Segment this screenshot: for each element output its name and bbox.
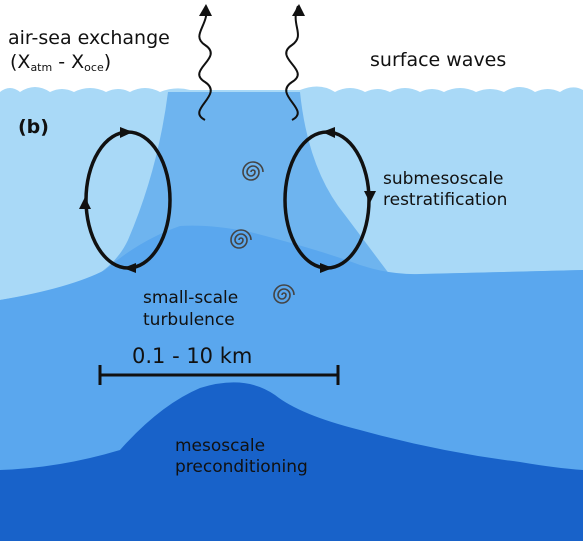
wavy-up-arrow-icon bbox=[285, 4, 305, 121]
mesoscale-label-line2: preconditioning bbox=[175, 457, 308, 477]
mesoscale-label-line1: mesoscale bbox=[175, 436, 266, 456]
scale-bar bbox=[98, 365, 340, 385]
spiral-icon bbox=[273, 284, 295, 304]
circulation-loop-icon bbox=[79, 127, 172, 273]
surface-waves-label: surface waves bbox=[370, 49, 507, 71]
turbulence-label-line1: small-scale bbox=[143, 288, 239, 308]
submesoscale-label-line1: submesoscale bbox=[383, 169, 504, 189]
turbulence-label-line2: turbulence bbox=[143, 310, 235, 330]
mesoscale-dome bbox=[0, 382, 583, 541]
spiral-icon bbox=[242, 161, 264, 181]
scale-bar-label: 0.1 - 10 km bbox=[132, 344, 253, 368]
air-sea-exchange-label: air-sea exchange bbox=[8, 27, 170, 49]
circulation-loop-icon bbox=[283, 127, 376, 273]
air-sea-formula: (Xatm - Xoce) bbox=[10, 51, 112, 74]
submesoscale-label-line2: restratification bbox=[383, 190, 508, 210]
wavy-up-arrow-icon bbox=[198, 4, 212, 121]
spiral-icon bbox=[230, 229, 252, 249]
panel-label: (b) bbox=[18, 116, 49, 138]
